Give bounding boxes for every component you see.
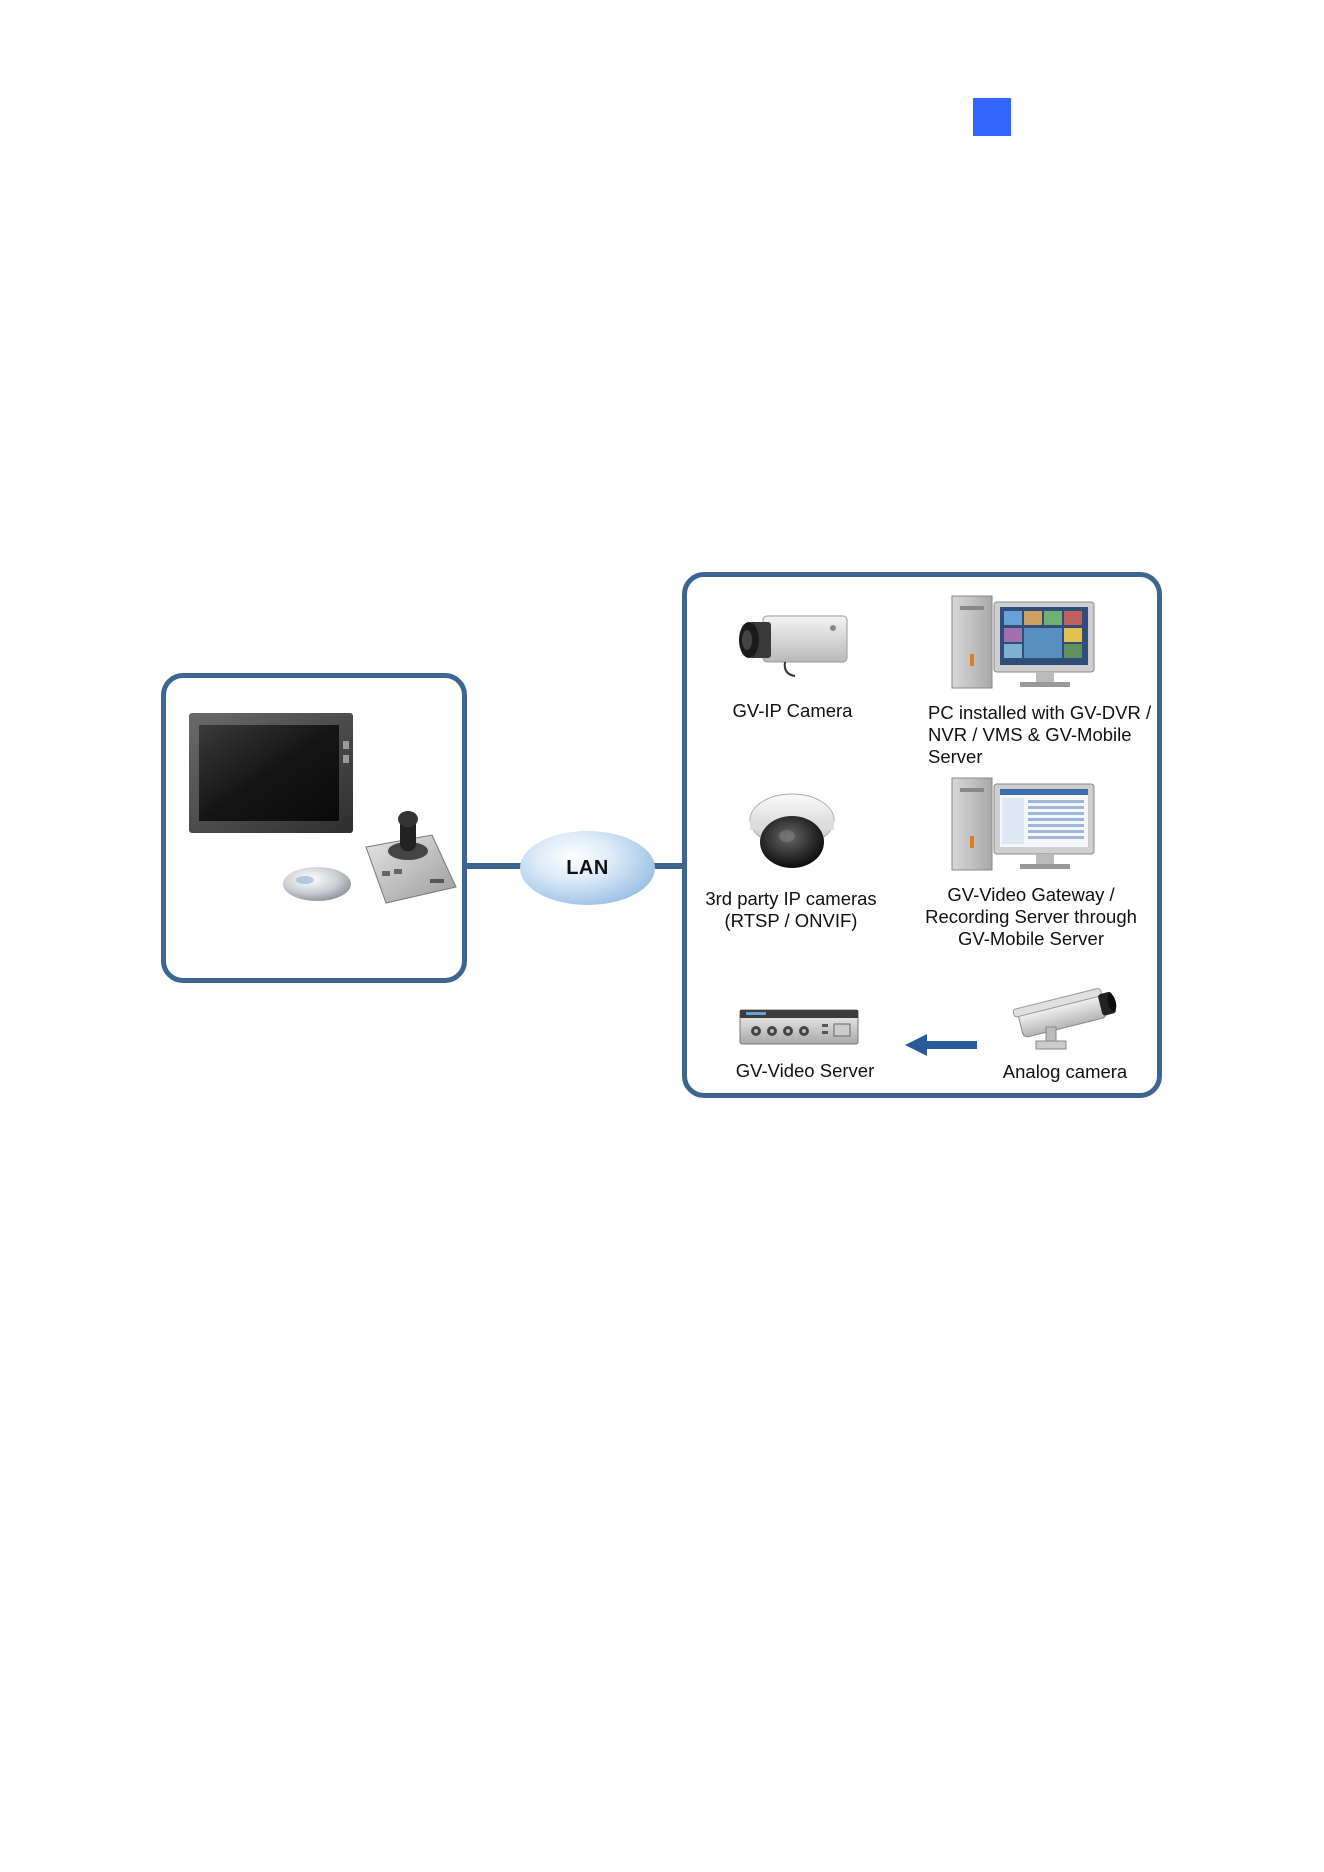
device-label-gv-ip-camera: GV-IP Camera bbox=[700, 700, 885, 722]
corner-marker bbox=[973, 98, 1011, 136]
device-label-3rd-party-ip-cameras: 3rd party IP cameras (RTSP / ONVIF) bbox=[688, 888, 894, 932]
analog-camera-icon bbox=[1010, 987, 1122, 1053]
device-label-gv-video-gateway: GV-Video Gateway / Recording Server thro… bbox=[900, 884, 1162, 950]
arrow-left-icon bbox=[905, 1032, 977, 1058]
device-label-pc-gv-dvr: PC installed with GV-DVR / NVR / VMS & G… bbox=[928, 702, 1168, 768]
lan-label: LAN bbox=[566, 857, 609, 880]
monitor-icon bbox=[187, 711, 357, 836]
pc-server-icon bbox=[950, 776, 1100, 876]
joystick-keyboard-icon bbox=[360, 805, 460, 905]
box-ip-camera-icon bbox=[735, 608, 850, 678]
mouse-icon bbox=[281, 862, 353, 904]
device-label-analog-camera: Analog camera bbox=[980, 1061, 1150, 1083]
pc-monitor-icon bbox=[950, 594, 1100, 694]
lan-hub: LAN bbox=[520, 831, 655, 905]
device-label-gv-video-server: GV-Video Server bbox=[700, 1060, 910, 1082]
link-line-right bbox=[650, 863, 684, 869]
video-server-icon bbox=[738, 1004, 860, 1048]
dome-camera-icon bbox=[745, 790, 840, 872]
link-line-left bbox=[467, 863, 525, 869]
